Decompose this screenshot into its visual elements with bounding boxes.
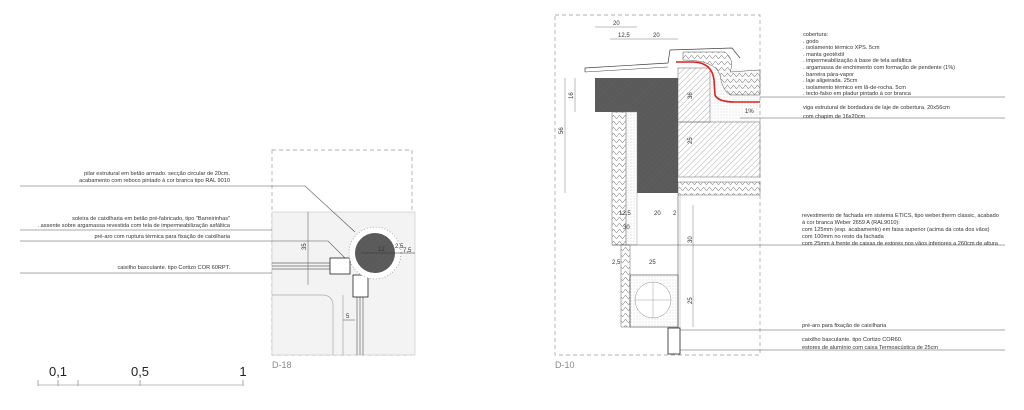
- dim-top-20b: 20: [653, 33, 660, 39]
- dim-5: 5: [346, 314, 350, 320]
- dim-12-5: 12,5: [619, 211, 631, 217]
- dim-slope: 1%: [745, 109, 754, 115]
- note-line: cobertura:: [803, 32, 829, 38]
- note-line: com 100mm no resto da fachada: [802, 234, 884, 240]
- note-line: pré-aro para fixação de caixilharia: [802, 323, 887, 329]
- note-line: . tecto-falso em pladur pintado à cor br…: [803, 91, 911, 98]
- detail-d18: 35 12 2,5 7,5 5: [20, 149, 416, 356]
- dim-30: 30: [623, 225, 630, 231]
- note-line: . isolamento térmico XPS. 5cm: [803, 45, 880, 52]
- note-line: com chapim de 16x20cm: [803, 114, 866, 120]
- note-line: com 125mm (esp. acabamento) em faixa sup…: [802, 227, 990, 233]
- note-line: . godo: [803, 38, 819, 45]
- note-line: . isolamento térmico em lã-de-rocha. 5cm: [803, 84, 906, 91]
- note-line: caixilho basculante. tipo Cortizo COR60.: [802, 337, 903, 343]
- note-pre-aro: pré-aro com ruptura térmica para fixação…: [94, 234, 230, 241]
- dim-25: 25: [688, 137, 694, 144]
- detail-label-d10: D-10: [555, 360, 575, 370]
- note-soleira: soleira de caixilharia em betão pré-fabr…: [38, 216, 230, 229]
- note-line: pré-aro com ruptura térmica para fixação…: [94, 234, 230, 240]
- dim-top-20: 20: [613, 21, 620, 27]
- dim-12: 12: [378, 247, 385, 253]
- dim-16: 16: [569, 92, 575, 99]
- dim-2-5: 2,5: [612, 260, 621, 266]
- scale-label-1: 1: [239, 364, 247, 379]
- dim-56: 56: [559, 127, 565, 134]
- note-line: . impermeabilização à base de tela asfál…: [803, 58, 912, 65]
- detail-d10: 20 12,5 20 16 56 36 25 1% 12,5 20 2 30 3…: [554, 14, 1005, 356]
- note-line: revestimento de fachada em sistema ETICS…: [802, 213, 999, 219]
- detail-label-d18: D-18: [272, 360, 292, 370]
- note-line: . argamassa de enchimento com formação d…: [803, 64, 956, 71]
- dim-v30: 30: [688, 236, 694, 243]
- note-line: com 25mm à frente de caixas de estores n…: [802, 241, 998, 247]
- dim-35: 35: [302, 243, 308, 250]
- note-line: estores de alumínio com caixa Termoacúst…: [802, 345, 939, 351]
- dim-v25: 25: [688, 297, 694, 304]
- scale-label-0-5: 0,5: [130, 364, 150, 379]
- note-line: caixilho basculante. tipo Cortizo COR 60…: [117, 265, 230, 271]
- note-viga: viga estrutural de bordadura de laje de …: [803, 104, 950, 122]
- dim-2: 2: [673, 211, 677, 217]
- note-line: viga estrutural de bordadura de laje de …: [803, 105, 950, 111]
- note-line: . assente sobre argamassa revestida com …: [37, 222, 230, 229]
- dim-2-5: 2,5: [395, 244, 404, 250]
- note-caixilho: caixilho basculante. tipo Cortizo COR 60…: [117, 265, 230, 272]
- scale-bar: [37, 380, 244, 386]
- note-cobertura: cobertura: . godo . isolamento térmico X…: [803, 32, 955, 98]
- note-pre-aro-right: pré-aro para fixação de caixilharia: [802, 323, 886, 330]
- note-pilar: pilar estrutural em betão armado. secção…: [79, 171, 230, 184]
- note-line: . laje aligeirada. 25cm: [803, 78, 858, 85]
- note-revestimento: revestimento de fachada em sistema ETICS…: [802, 213, 999, 248]
- note-line: acabamento com reboco pintado à cor bran…: [79, 177, 230, 184]
- note-line: . manta geotêxtil: [803, 51, 845, 58]
- dim-7-5: 7,5: [403, 248, 412, 254]
- dim-25b: 25: [649, 260, 656, 266]
- note-line: soleira de caixilharia em betão pré-fabr…: [72, 216, 230, 222]
- dim-36: 36: [688, 92, 694, 99]
- note-line: pilar estrutural em betão armado. secção…: [84, 171, 230, 177]
- note-line: . barreira pára-vapor: [803, 71, 854, 78]
- dim-20: 20: [654, 211, 661, 217]
- note-line: à cor branca Weber 2659 A (RAL9010):: [802, 220, 900, 226]
- scale-label-0-1: 0,1: [48, 364, 68, 379]
- note-caixilho-right: caixilho basculante. tipo Cortizo COR60.…: [802, 336, 938, 352]
- dim-top-12-5: 12,5: [618, 33, 630, 39]
